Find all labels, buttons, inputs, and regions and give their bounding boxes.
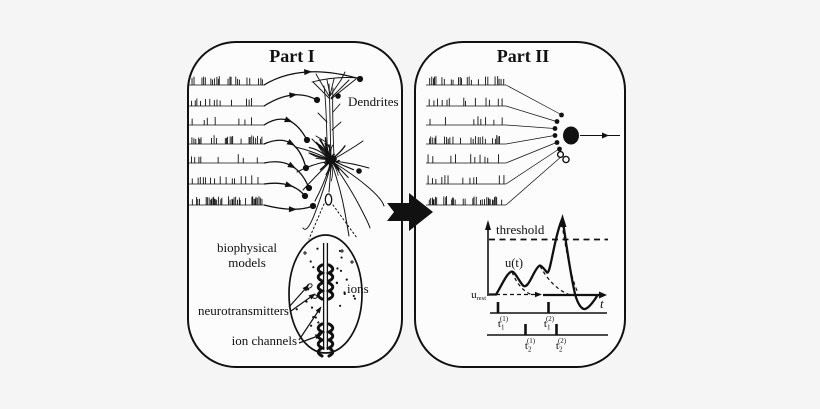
axon-hillock (324, 193, 333, 206)
urest-arrowhead-icon (535, 291, 542, 298)
label-pointer-arrows (288, 284, 323, 344)
spike-tick (547, 302, 550, 313)
part1-spike-trains (189, 76, 265, 206)
synapse-dot (335, 93, 341, 99)
dendrites-label: Dendrites (348, 94, 399, 109)
part1-title: Part I (269, 46, 314, 66)
output-arrowhead-icon (602, 132, 609, 139)
spike-time-label-t2-1: t2(1) (525, 337, 536, 354)
zoom-cone-dotted-lines (308, 203, 358, 240)
spike-tick (496, 302, 500, 313)
u-axis-arrowhead-icon (485, 220, 491, 230)
time-axis-arrowhead-icon (599, 291, 607, 299)
part2-input-lines (505, 84, 563, 206)
neurotransmitters-label: neurotransmitters (198, 303, 289, 318)
biophysical-models-label-line1: biophysical (217, 240, 277, 255)
membrane-potential-plot: threshold u(t) urest t t1(1) t1(2) t2(1)… (471, 214, 608, 354)
input-spike-raster-1 (490, 302, 607, 314)
biophysical-models-label-line2: models (228, 255, 266, 270)
detailed-neuron-drawing (294, 71, 385, 240)
u-trajectory-curve (489, 219, 564, 296)
threshold-label: threshold (496, 222, 545, 237)
urest-label: urest (471, 289, 486, 302)
input-spike-raster-2 (487, 324, 608, 336)
potential-label: u(t) (505, 256, 523, 270)
spike-tick (524, 324, 527, 335)
spike-time-label-t1-2: t1(2) (544, 315, 555, 332)
part1-input-arrows (263, 69, 364, 213)
ions-label: ions (347, 281, 369, 296)
spike-time-label-t1-1: t1(1) (498, 315, 509, 332)
spike-arrowhead-icon (558, 214, 567, 227)
time-axis-label: t (600, 296, 604, 311)
membrane-patch-ellipse (288, 234, 363, 358)
part2-title: Part II (497, 46, 550, 66)
point-neuron-soma (563, 126, 579, 145)
transform-arrow-icon (387, 193, 433, 231)
ion-channels-label: ion channels (232, 333, 297, 348)
synapse-dot (356, 168, 362, 174)
spike-time-label-t2-2: t2(2) (556, 337, 567, 354)
point-neuron (552, 112, 620, 164)
spike-tick (555, 324, 558, 335)
u-reset-curve (561, 221, 599, 311)
ion-channel-shapes (316, 263, 335, 358)
part2-spike-trains (426, 76, 506, 206)
